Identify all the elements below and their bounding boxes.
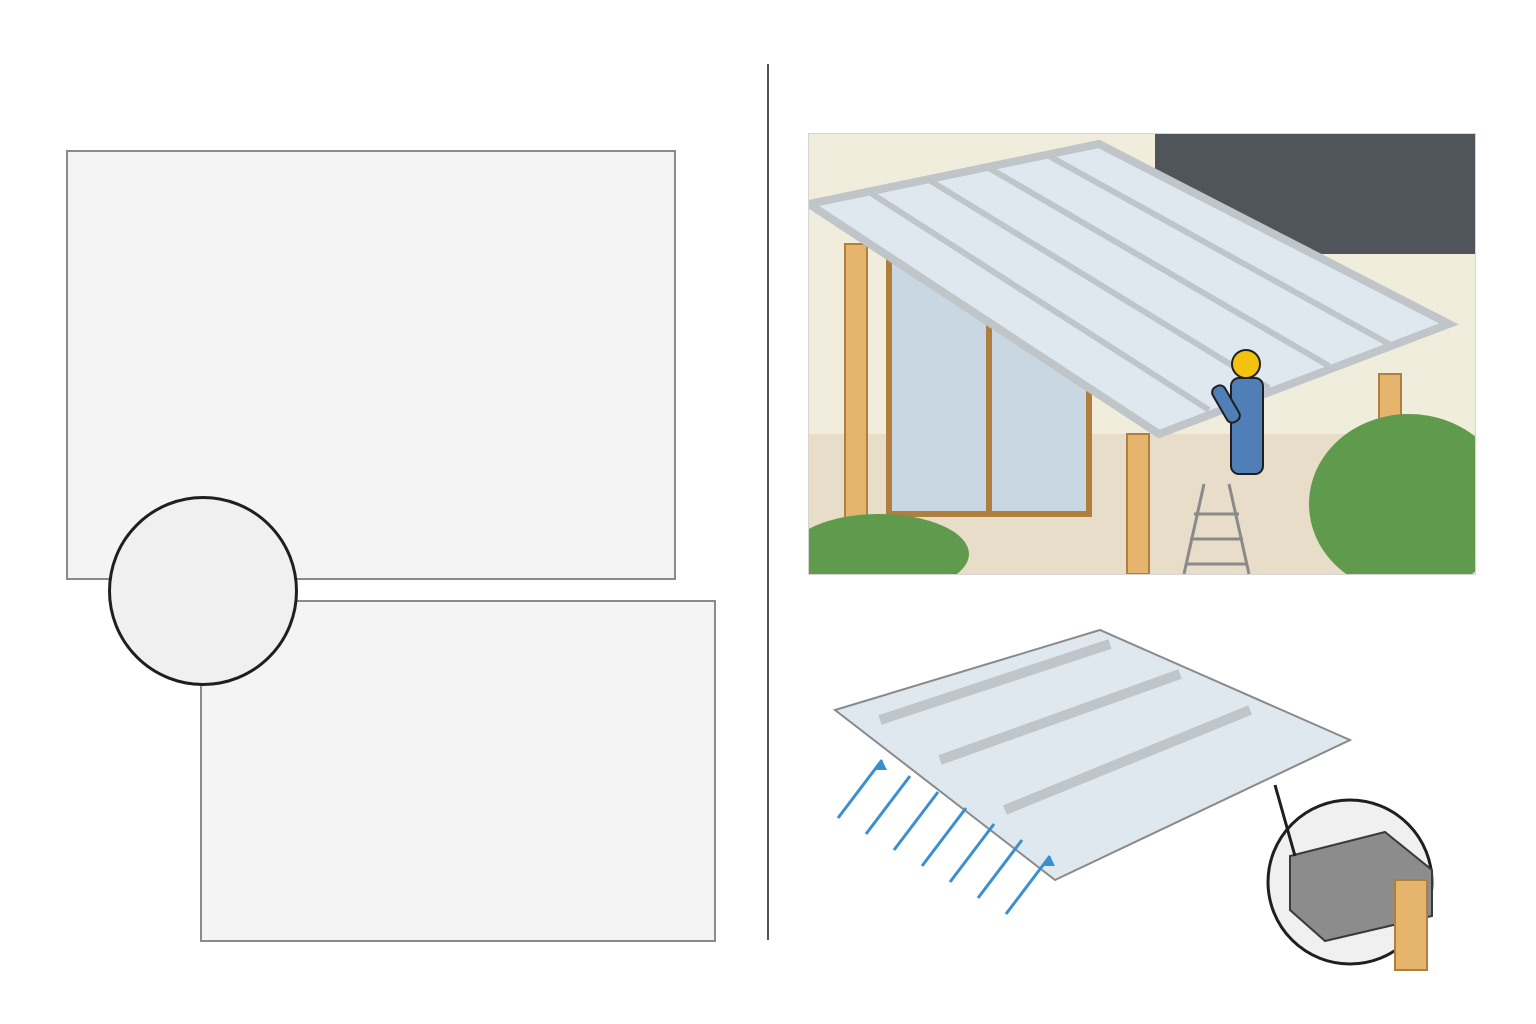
inset-wood xyxy=(1394,879,1428,971)
installed-patio-cover-svg xyxy=(809,134,1475,574)
panel-orientation-diagram xyxy=(820,620,1460,1010)
post-mid xyxy=(1126,433,1150,574)
vertical-divider xyxy=(767,64,769,940)
drill-scene-bottom xyxy=(200,600,716,942)
magnifier-inset-icon xyxy=(108,496,298,686)
ladder-icon xyxy=(1182,483,1251,574)
worker-arm xyxy=(1211,384,1241,424)
uv-side-arrowheads xyxy=(875,760,1055,866)
installed-patio-cover xyxy=(808,133,1476,575)
roof-panels xyxy=(809,139,1459,439)
uv-side-arrow-icons xyxy=(836,759,1052,915)
shrub-left xyxy=(809,514,969,574)
worker-body xyxy=(1230,377,1264,475)
shrub-right xyxy=(1309,414,1475,574)
zoom-inset xyxy=(1266,784,1434,971)
sheet xyxy=(832,628,1353,882)
helmet xyxy=(1231,349,1261,379)
inset-pointer xyxy=(1273,784,1297,857)
roof-ribs xyxy=(867,153,1391,413)
post-left xyxy=(844,243,868,574)
sheet-ribs xyxy=(878,639,1252,815)
worker xyxy=(1211,349,1264,475)
panel-orientation-svg xyxy=(832,628,1434,971)
